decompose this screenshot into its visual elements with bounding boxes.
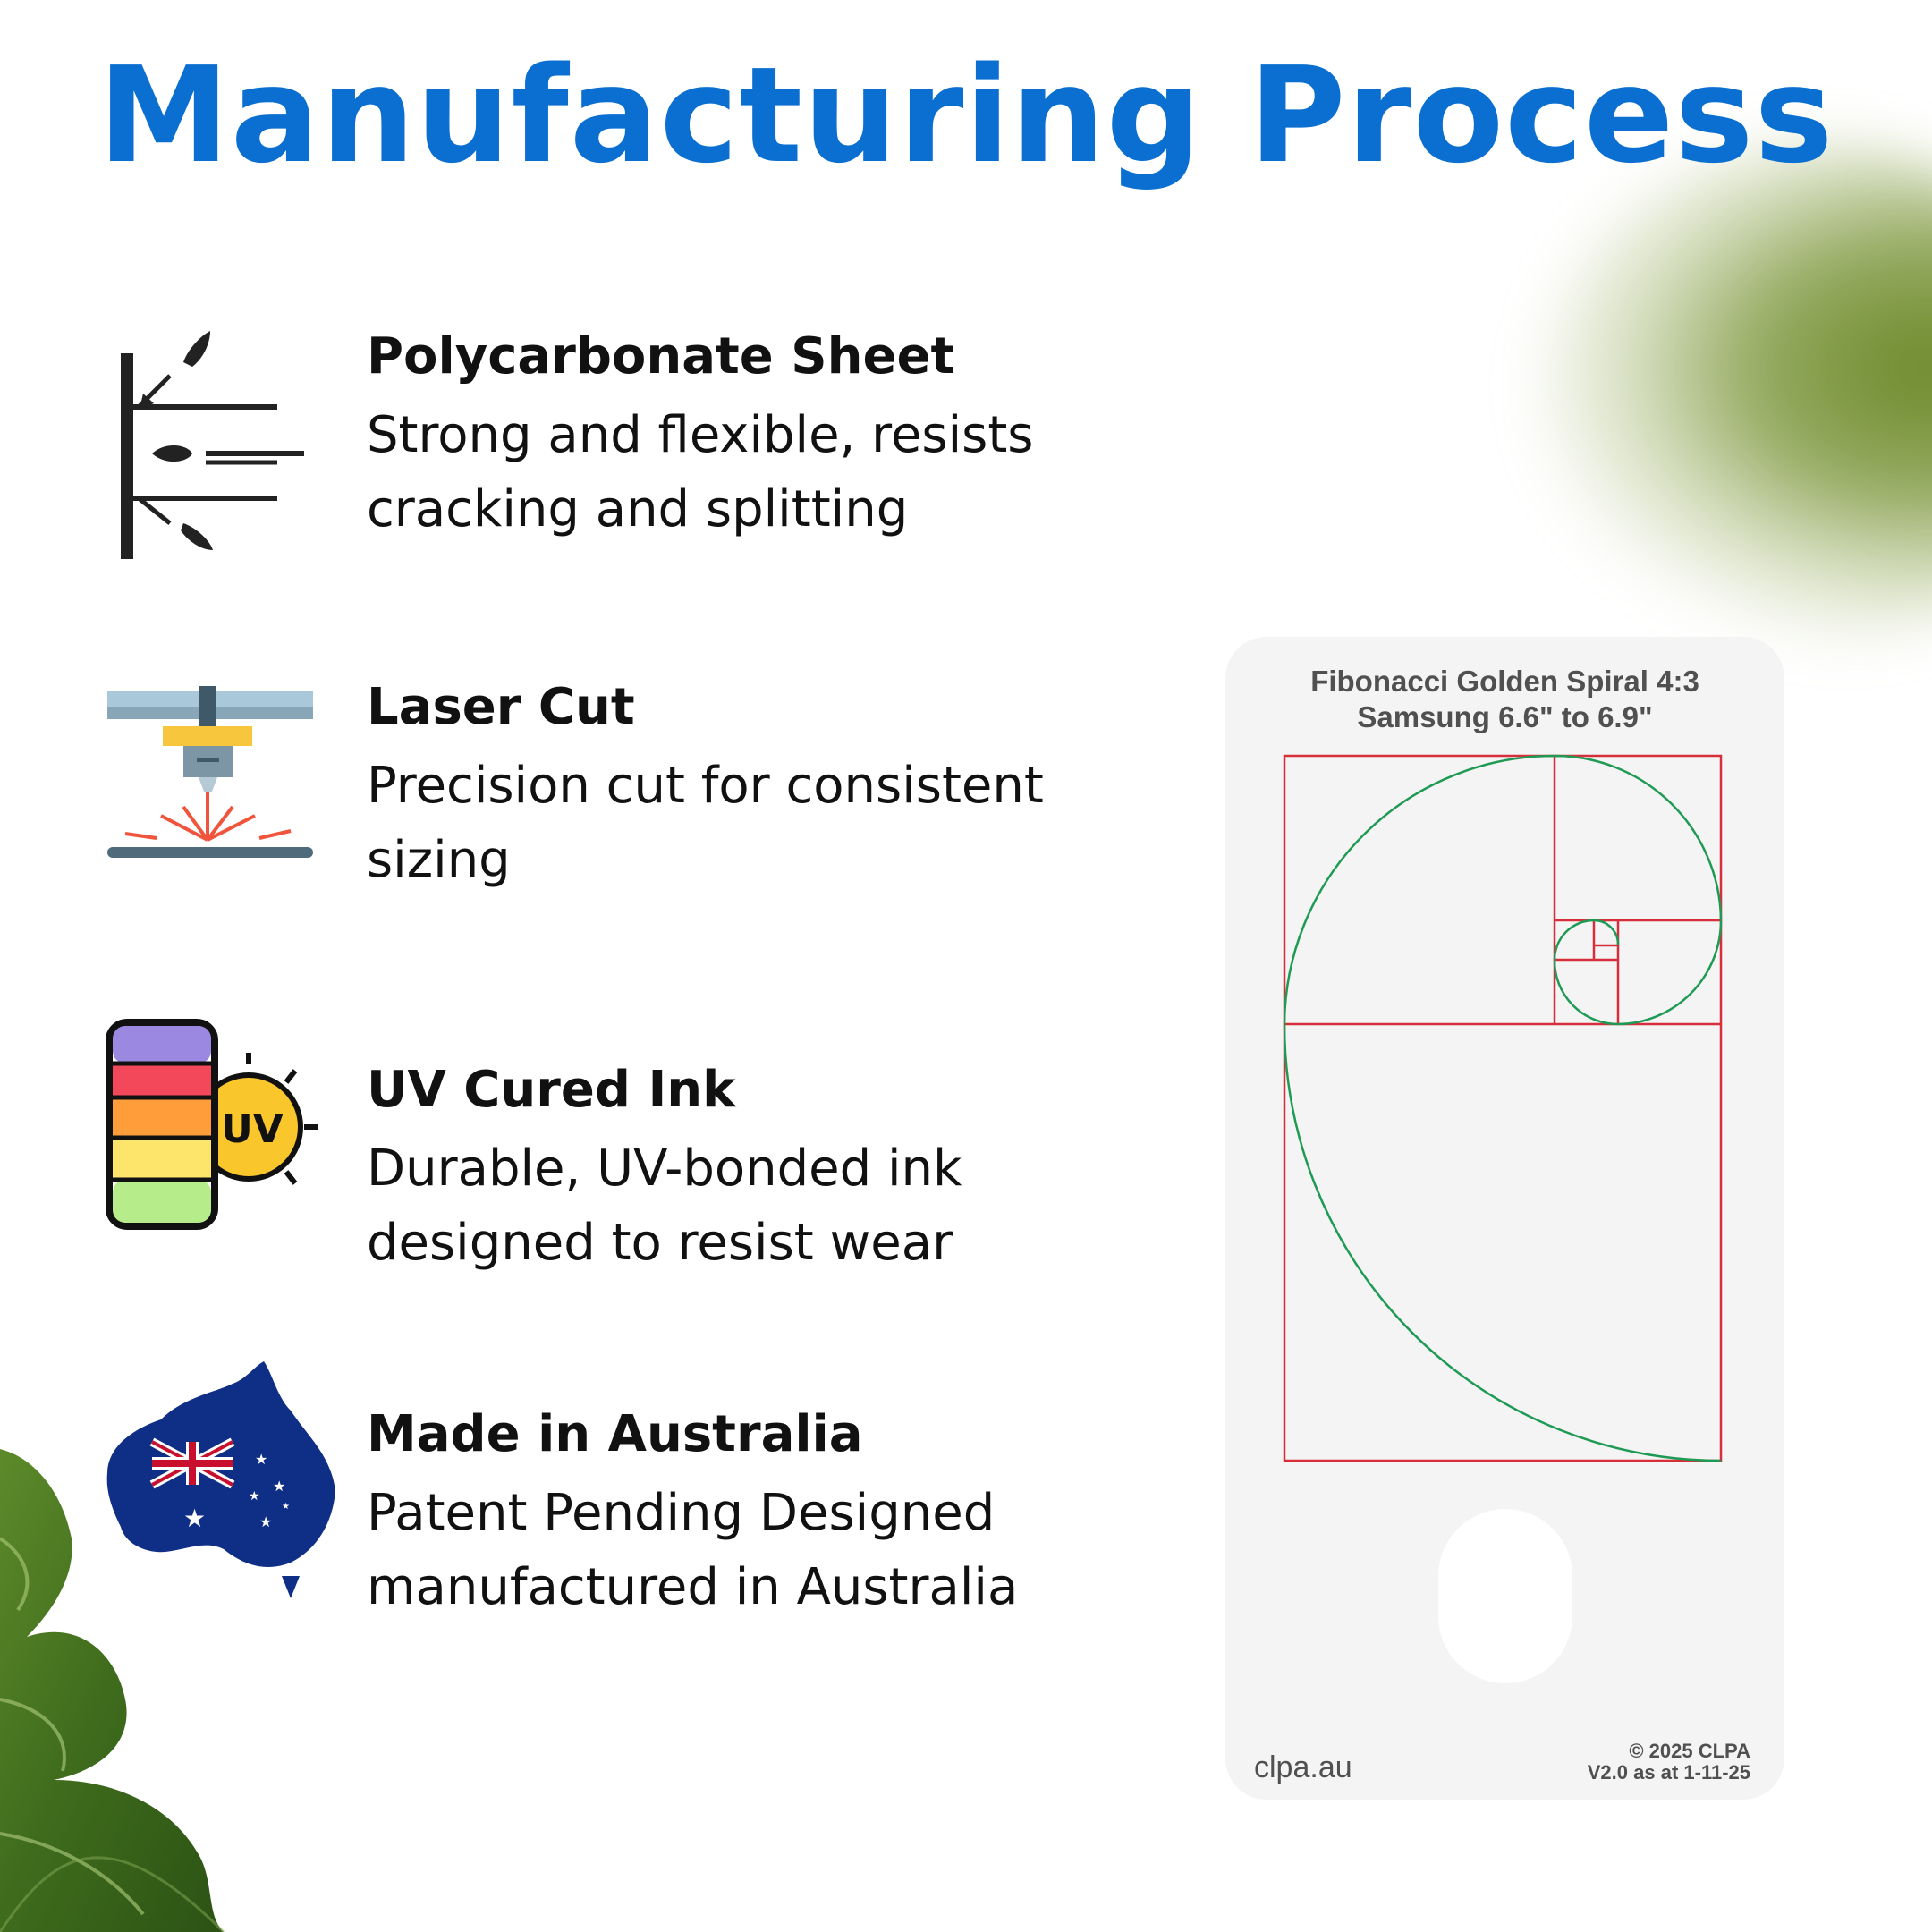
feature-description: Durable, UV-bonded ink designed to resis… xyxy=(367,1140,962,1272)
uv-ink-icon: UV xyxy=(106,1019,318,1230)
camera-cutout xyxy=(1438,1509,1572,1683)
australia-map-icon: ★ ★ ★ ★ ★ ★ xyxy=(106,1361,335,1598)
fibonacci-template-card: Fibonacci Golden Spiral 4:3 Samsung 6.6"… xyxy=(1225,637,1784,1800)
feature-polycarbonate: Polycarbonate Sheet Strong and flexible,… xyxy=(98,326,1127,613)
blurred-foliage-decoration xyxy=(1538,143,1932,644)
svg-text:★: ★ xyxy=(273,1478,285,1495)
card-copyright: © 2025 CLPA xyxy=(1629,1740,1750,1762)
card-version: V2.0 as at 1-11-25 xyxy=(1587,1761,1750,1784)
card-title: Fibonacci Golden Spiral 4:3 Samsung 6.6"… xyxy=(1225,664,1784,734)
svg-text:★: ★ xyxy=(259,1513,272,1530)
svg-text:★: ★ xyxy=(183,1504,206,1533)
feature-description: Strong and flexible, resists cracking an… xyxy=(367,406,1034,538)
card-title-line1: Fibonacci Golden Spiral 4:3 xyxy=(1310,665,1699,698)
card-copyright-block: © 2025 CLPA V2.0 as at 1-11-25 xyxy=(1587,1740,1750,1784)
polycarbonate-deflect-icon xyxy=(121,331,304,559)
feature-uv-ink: UV UV Cured Ink Durable, UV-bonded ink d… xyxy=(98,1015,1127,1301)
feature-heading: Made in Australia xyxy=(367,1405,863,1463)
golden-spiral-diagram xyxy=(1283,754,1723,1462)
feature-heading: UV Cured Ink xyxy=(367,1061,736,1119)
svg-text:★: ★ xyxy=(249,1489,260,1504)
feature-heading: Polycarbonate Sheet xyxy=(367,327,955,386)
feature-made-in-australia: ★ ★ ★ ★ ★ ★ Made in Australia Patent Pen… xyxy=(98,1361,1127,1650)
card-title-line2: Samsung 6.6" to 6.9" xyxy=(1357,699,1653,733)
feature-description: Patent Pending Designed manufactured in … xyxy=(367,1484,1019,1616)
svg-text:★: ★ xyxy=(282,1502,290,1512)
card-url: clpa.au xyxy=(1254,1750,1352,1784)
monstera-leaf-image xyxy=(0,1449,225,1932)
svg-text:★: ★ xyxy=(255,1451,267,1468)
laser-cutter-icon xyxy=(107,686,313,858)
feature-heading: Laser Cut xyxy=(367,678,635,736)
feature-laser-cut: Laser Cut Precision cut for consistent s… xyxy=(98,632,1127,919)
feature-description: Precision cut for consistent sizing xyxy=(367,757,1044,889)
page-title: Manufacturing Process xyxy=(97,38,1835,192)
svg-text:UV: UV xyxy=(221,1106,284,1152)
